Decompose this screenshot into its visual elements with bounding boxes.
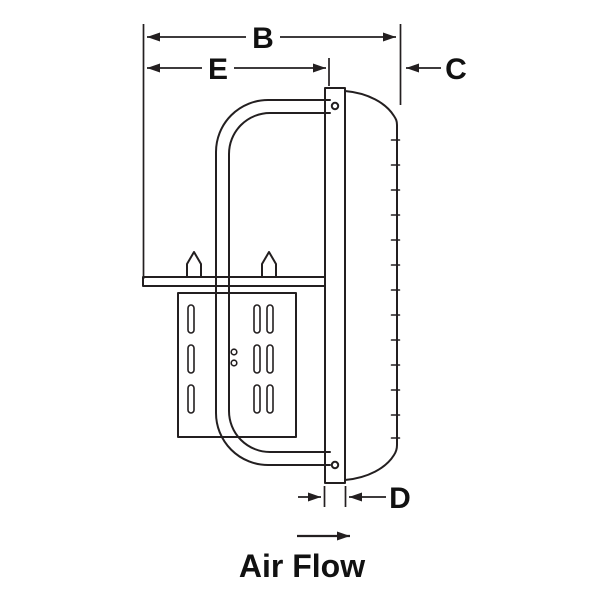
motor-mounting-arm xyxy=(142,276,326,287)
motor-stud-right xyxy=(261,251,277,278)
motor-vent-slots xyxy=(187,304,274,414)
panel-bolt-hole-top xyxy=(330,101,340,111)
dimension-annotations xyxy=(142,24,441,541)
panel-bolt-hole-bottom xyxy=(330,460,340,470)
motor-body xyxy=(177,292,297,438)
fan-housing-outline xyxy=(344,90,398,481)
guard-inner-wire xyxy=(228,112,331,453)
fan-side-view-drawing xyxy=(142,87,401,484)
dimension-b-label: B xyxy=(252,22,274,55)
housing-edge-ticks xyxy=(390,139,401,439)
dimension-c-label: C xyxy=(445,53,467,86)
wall-panel xyxy=(324,87,346,484)
dimension-d-label: D xyxy=(389,482,411,515)
motor-stud-left xyxy=(186,251,202,278)
guard-outer-wire xyxy=(215,99,331,466)
dimension-e-label: E xyxy=(208,53,228,86)
air-flow-label: Air Flow xyxy=(239,548,365,584)
